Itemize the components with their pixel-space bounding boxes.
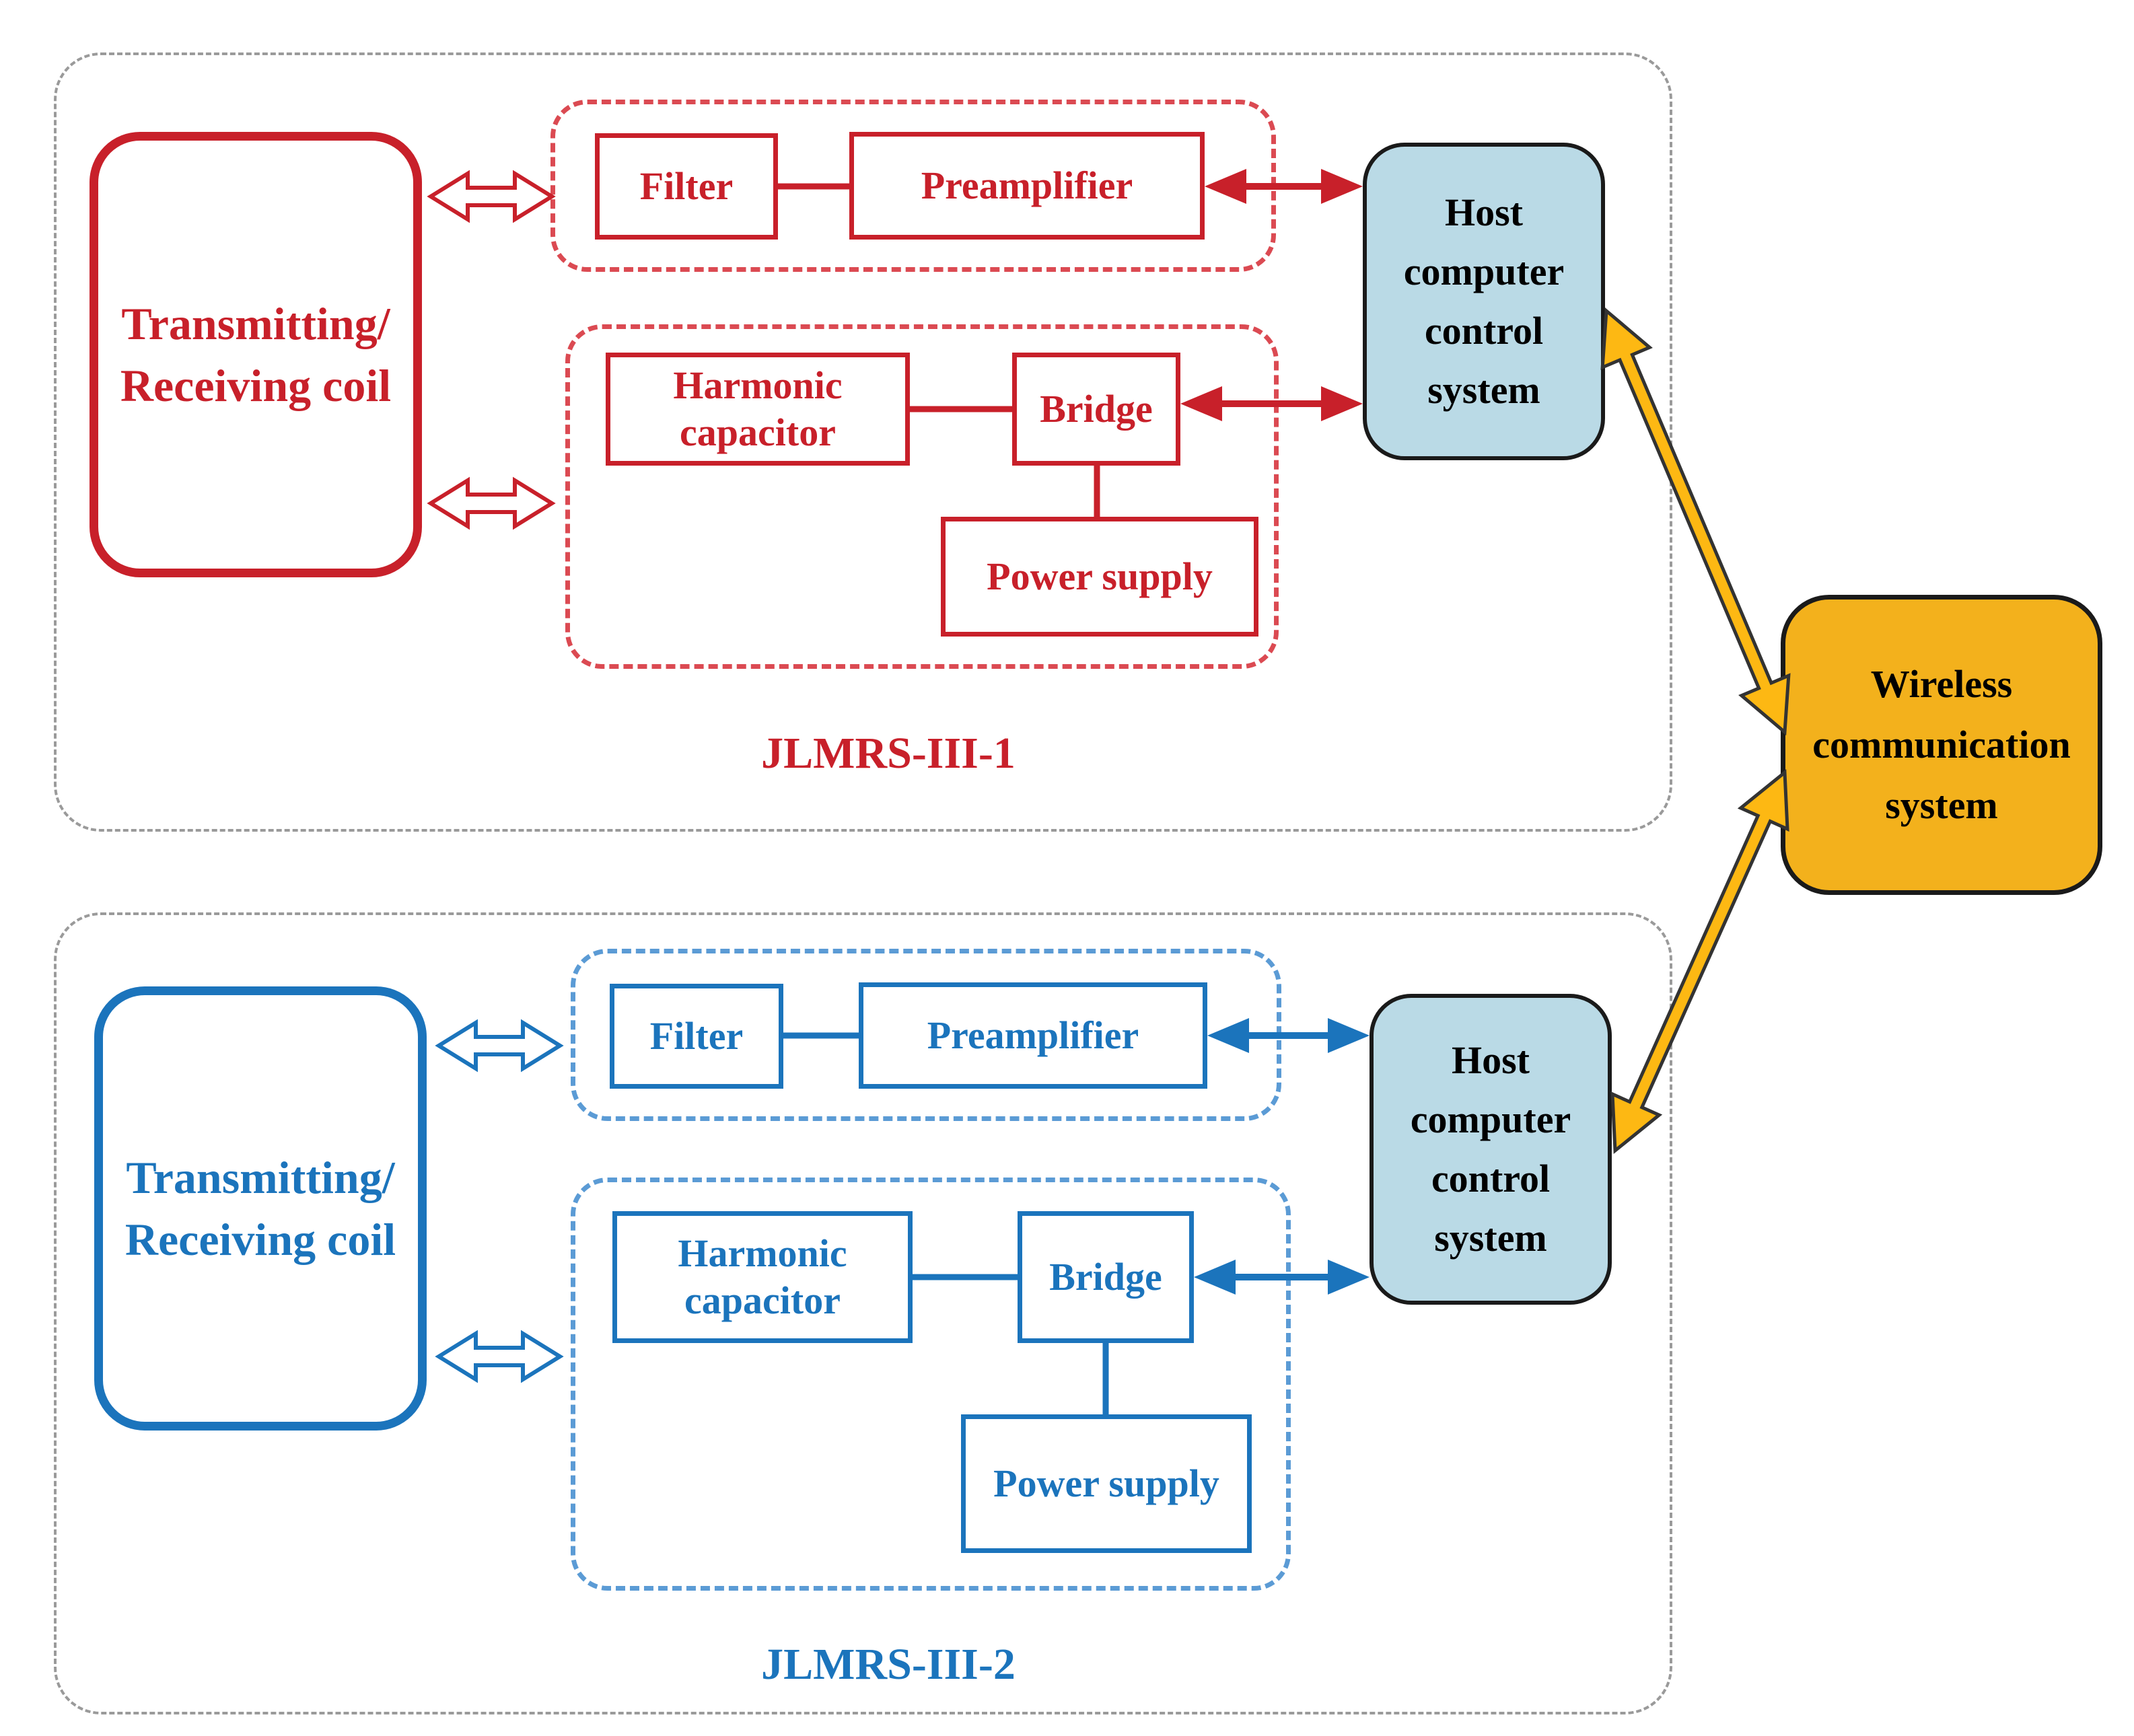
jlmrs2-filter-box: Filter <box>610 984 783 1089</box>
jlmrs1-host-computer-control-system: Host computer control system <box>1363 143 1605 460</box>
host-label-line2: computer <box>1403 250 1565 293</box>
coil-label-line2: Receiving coil <box>120 360 392 411</box>
jlmrs2-label: JLMRS-III-2 <box>761 1640 1016 1689</box>
host-label-line1: Host <box>1452 1038 1530 1082</box>
jlmrs1-label: JLMRS-III-1 <box>761 729 1016 778</box>
jlmrs1-power-supply-box: Power supply <box>941 517 1258 637</box>
wireless-label-line1: Wireless <box>1870 662 2013 706</box>
wireless-communication-system: Wireless communication system <box>1781 595 2102 895</box>
jlmrs2-power-supply-box: Power supply <box>961 1414 1252 1553</box>
host-label-line4: system <box>1427 368 1540 412</box>
filter-label: Filter <box>649 1014 744 1058</box>
bridge-label: Bridge <box>1040 387 1153 431</box>
preamplifier-label: Preamplifier <box>927 1013 1139 1057</box>
wireless-label-line3: system <box>1885 783 1998 827</box>
host-label-line3: control <box>1431 1157 1551 1200</box>
preamplifier-label: Preamplifier <box>921 164 1133 207</box>
jlmrs1-harmonic-capacitor-box: Harmonic capacitor <box>606 353 910 466</box>
jlmrs1-bridge-box: Bridge <box>1012 353 1180 466</box>
filter-label: Filter <box>639 164 734 208</box>
harmonic-label-line2: capacitor <box>684 1278 841 1322</box>
jlmrs2-host-computer-control-system: Host computer control system <box>1370 994 1612 1305</box>
jlmrs1-transmit-chain-group <box>565 324 1279 669</box>
host-label-line3: control <box>1424 309 1544 353</box>
jlmrs2-transmitting-receiving-coil: Transmitting/ Receiving coil <box>94 986 427 1431</box>
jlmrs2-preamplifier-box: Preamplifier <box>859 982 1207 1089</box>
wireless-label-line2: communication <box>1812 723 2071 766</box>
jlmrs2-transmit-chain-group <box>571 1178 1291 1591</box>
host-label-line1: Host <box>1445 190 1523 234</box>
coil-label-line2: Receiving coil <box>125 1214 396 1265</box>
jlmrs1-filter-box: Filter <box>595 133 778 240</box>
power-supply-label: Power supply <box>993 1461 1219 1505</box>
jlmrs2-bridge-box: Bridge <box>1018 1211 1194 1343</box>
harmonic-label-line1: Harmonic <box>673 363 843 407</box>
jlmrs1-transmitting-receiving-coil: Transmitting/ Receiving coil <box>90 132 422 577</box>
coil-label-line1: Transmitting/ <box>121 298 390 349</box>
harmonic-label-line2: capacitor <box>680 410 836 454</box>
coil-label-line1: Transmitting/ <box>126 1152 395 1203</box>
jlmrs2-boundary <box>54 912 1672 1714</box>
harmonic-label-line1: Harmonic <box>678 1231 847 1275</box>
jlmrs1-preamplifier-box: Preamplifier <box>849 132 1205 240</box>
bridge-label: Bridge <box>1049 1255 1162 1299</box>
host-label-line2: computer <box>1410 1097 1571 1141</box>
power-supply-label: Power supply <box>987 554 1213 598</box>
host-label-line4: system <box>1434 1216 1547 1260</box>
jlmrs2-harmonic-capacitor-box: Harmonic capacitor <box>612 1211 913 1343</box>
